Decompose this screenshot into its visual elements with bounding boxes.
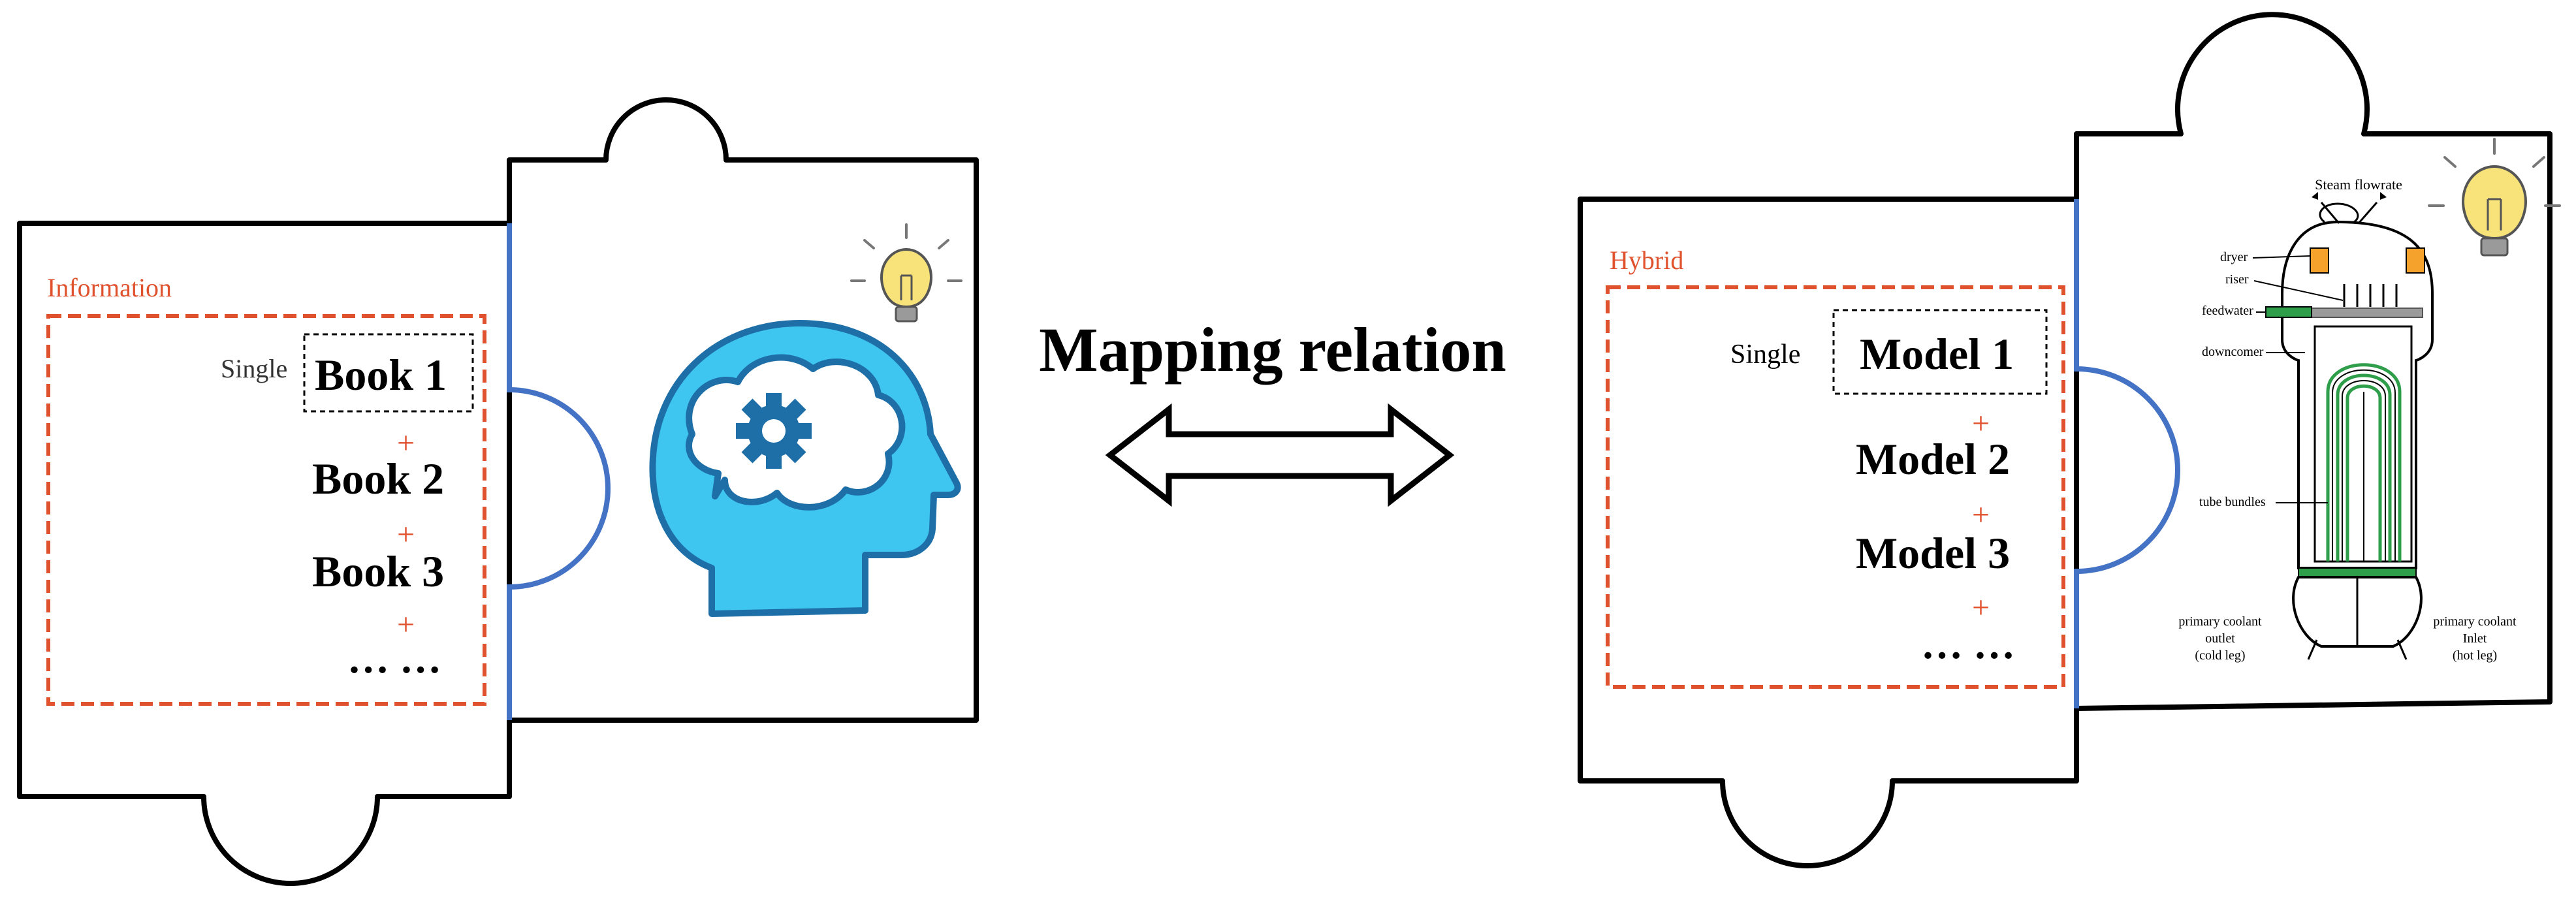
sg-tube-bundles-label: tube bundles <box>2199 495 2266 509</box>
model1-highlight <box>1832 309 2048 395</box>
ellipsis-right: … … <box>1921 621 2015 667</box>
left-single-label: Single <box>221 354 287 383</box>
lightbulb-icon <box>850 223 962 323</box>
book1-highlight <box>303 333 474 413</box>
right-single-label: Single <box>1730 340 1800 370</box>
sg-shell <box>2281 220 2434 569</box>
sg-inlet-line3: (hot leg) <box>2453 648 2497 663</box>
sg-dryer-right <box>2406 247 2425 274</box>
plus-3: + <box>397 607 415 642</box>
sg-feedwater-pipe <box>2265 306 2312 318</box>
sg-downcomer-label: downcomer <box>2202 345 2264 359</box>
model-3: Model 3 <box>1856 528 2010 578</box>
plus-r2: + <box>1972 498 1990 532</box>
information-box <box>46 314 486 706</box>
left-info-piece <box>17 221 512 886</box>
sg-dryer-left <box>2310 247 2329 274</box>
hybrid-box <box>1606 285 2065 689</box>
sg-inlet-line1: primary coolant <box>2433 614 2517 629</box>
hybrid-label: Hybrid <box>1610 245 1683 275</box>
right-connector <box>2074 199 2180 708</box>
right-hybrid-piece <box>1578 197 2079 868</box>
plus-2: + <box>397 517 415 552</box>
sg-dryer-label: dryer <box>2220 250 2248 264</box>
model-2: Model 2 <box>1856 434 2010 484</box>
plus-1: + <box>397 426 415 460</box>
book-3: Book 3 <box>312 546 444 596</box>
brain-gear-head-icon <box>649 320 961 617</box>
model-1: Model 1 <box>1860 329 2014 379</box>
left-connector <box>507 223 611 720</box>
ellipsis-left: … … <box>347 635 441 682</box>
sg-riser-label: riser <box>2225 272 2249 287</box>
lightbulb-icon-right <box>2428 138 2561 257</box>
steam-generator-diagram: Steam flowrate dryer riser feedwater dow… <box>2178 176 2517 663</box>
sg-outlet-line3: (cold leg) <box>2195 648 2245 663</box>
mapping-relation-title: Mapping relation <box>1039 315 1506 385</box>
sg-inlet-line2: Inlet <box>2463 631 2487 646</box>
sg-steam-label: Steam flowrate <box>2315 176 2402 193</box>
book-2: Book 2 <box>312 454 444 503</box>
plus-r1: + <box>1972 406 1990 441</box>
plus-r3: + <box>1972 590 1990 625</box>
sg-feedwater-label: feedwater <box>2202 304 2253 318</box>
sg-outlet-line1: primary coolant <box>2178 614 2262 629</box>
book-1: Book 1 <box>315 350 447 400</box>
information-label: Information <box>47 273 172 302</box>
double-arrow-icon <box>1105 403 1455 507</box>
sg-outlet-line2: outlet <box>2205 631 2235 646</box>
